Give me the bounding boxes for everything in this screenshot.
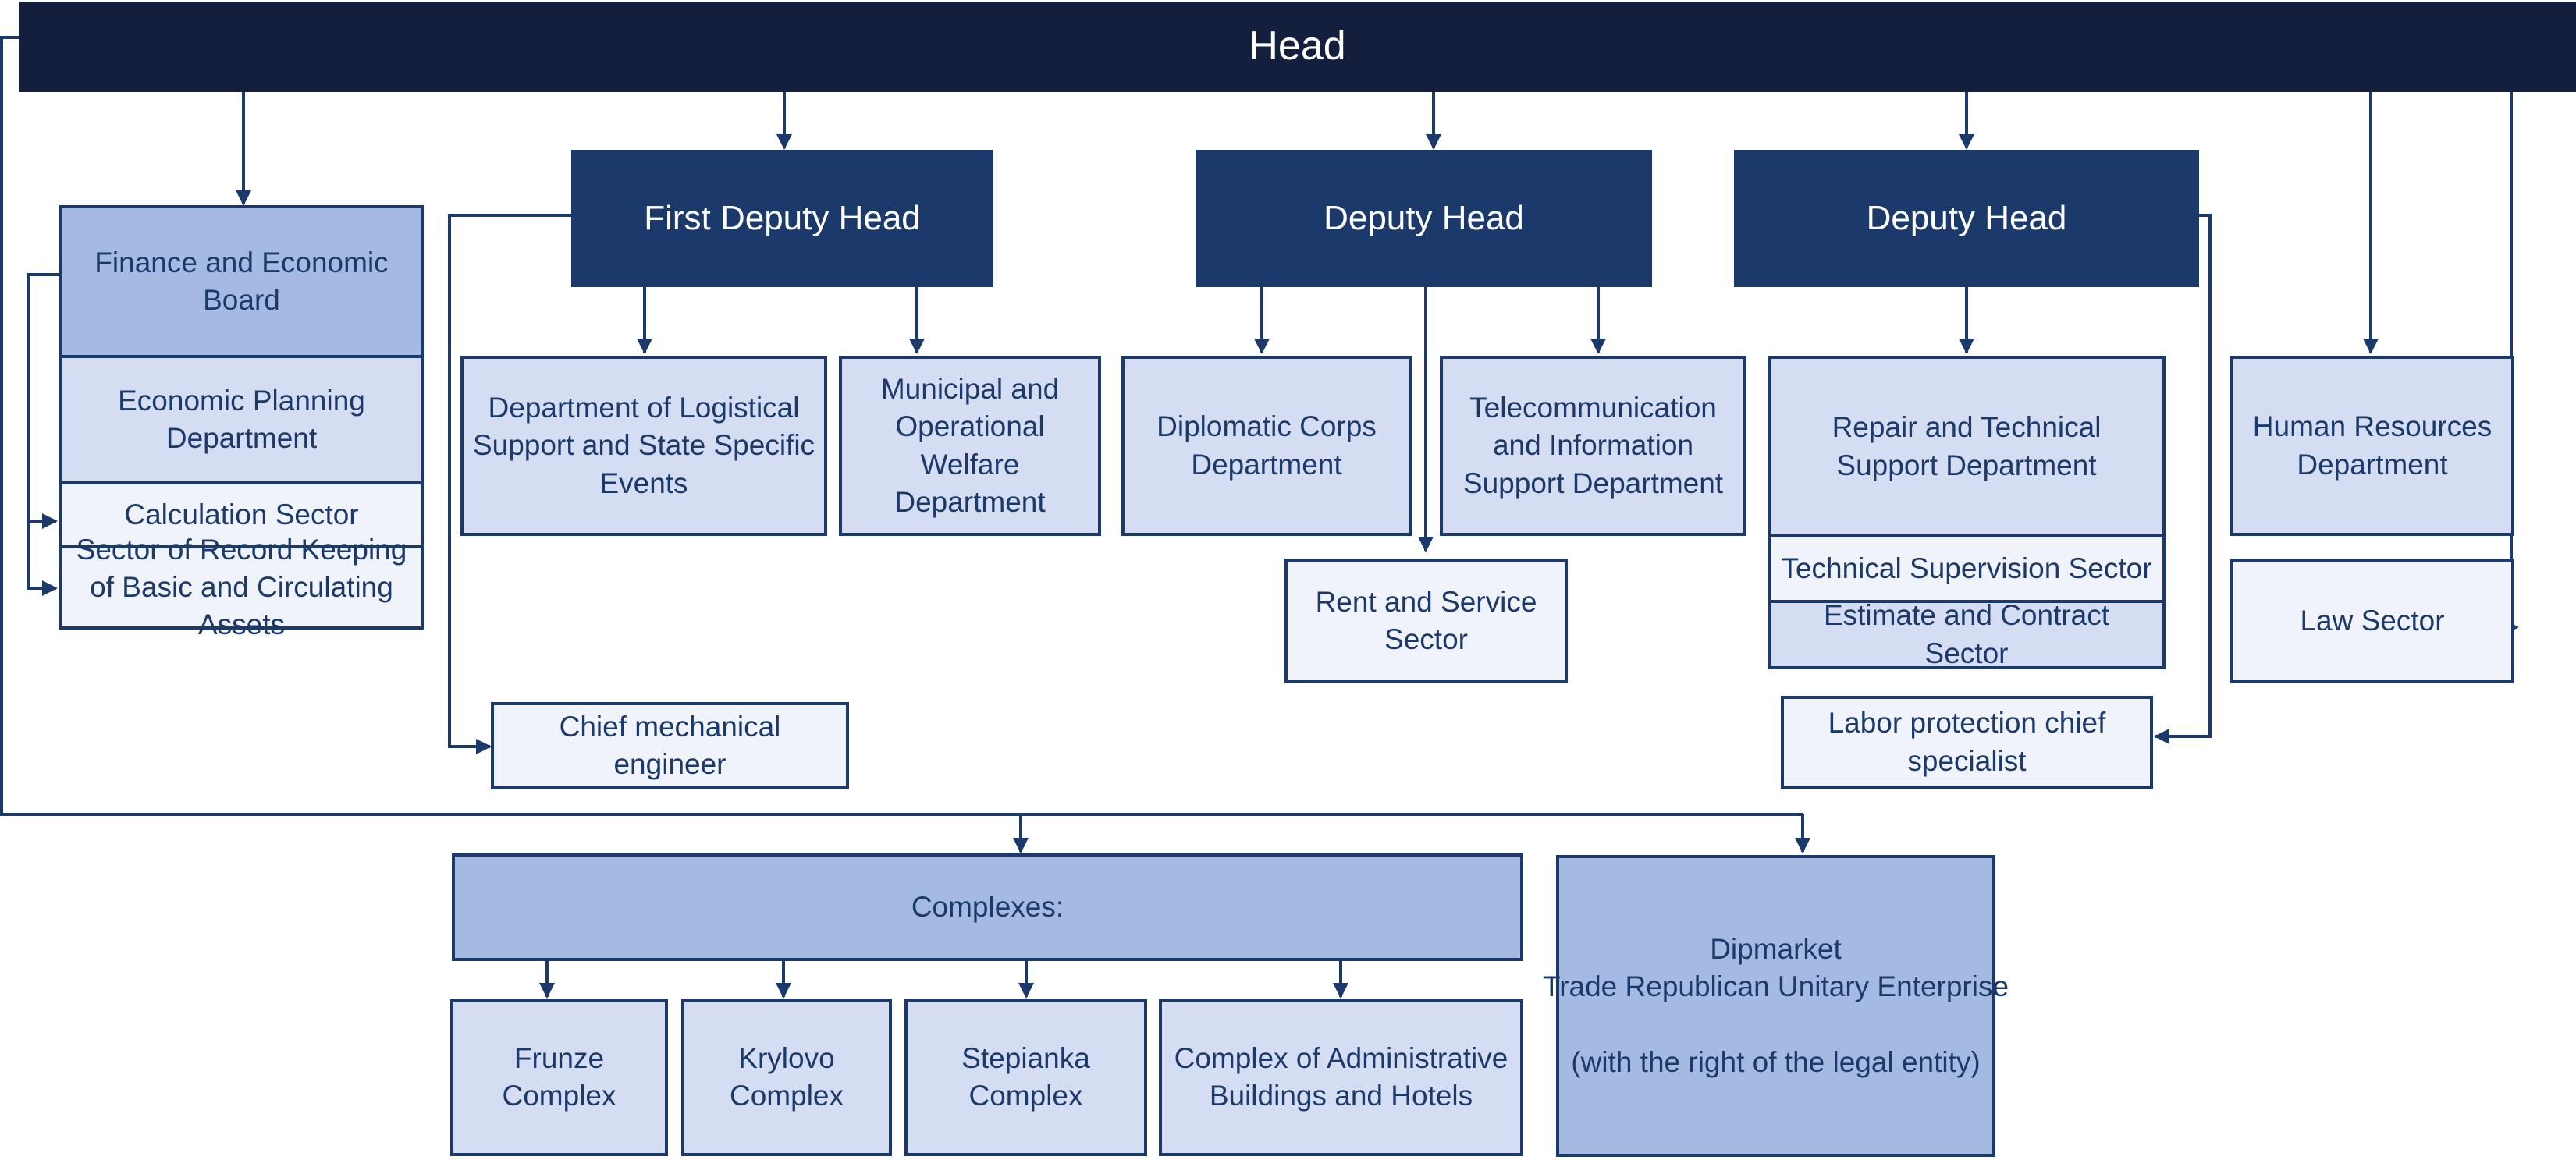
human-resources-label: Human Resources Department xyxy=(2252,410,2493,481)
welfare-department-box: Municipal and Operational Welfare Depart… xyxy=(839,356,1101,536)
repair-department-box: Repair and Technical Support Department xyxy=(1768,356,2166,537)
economic-planning-box: Economic Planning Department xyxy=(59,355,424,484)
labor-protection-box: Labor protection chief specialist xyxy=(1781,696,2153,789)
first-deputy-head-box: First Deputy Head xyxy=(571,150,993,287)
chief-mechanical-engineer-box: Chief mechanical engineer xyxy=(491,702,849,789)
calculation-sector-box: Calculation Sector xyxy=(59,481,424,548)
krylovo-complex-label: Krylovo Complex xyxy=(730,1041,844,1112)
logistics-department-box: Department of Logistical Support and Sta… xyxy=(460,356,827,536)
frunze-complex-box: Frunze Complex xyxy=(450,999,668,1156)
frunze-complex-label: Frunze Complex xyxy=(502,1041,616,1112)
chief-mechanical-engineer-label: Chief mechanical engineer xyxy=(559,710,781,780)
labor-protection-label: Labor protection chief specialist xyxy=(1828,707,2106,777)
dipmarket-box: Dipmarket Trade Republican Unitary Enter… xyxy=(1543,855,2009,1157)
head-box: Head xyxy=(19,2,2576,92)
finance-board-box: Finance and Economic Board xyxy=(59,205,424,358)
head-label: Head xyxy=(1249,23,1346,69)
logistics-department-label: Department of Logistical Support and Sta… xyxy=(472,392,815,499)
deputy-head-1-box: Deputy Head xyxy=(1196,150,1652,287)
rent-service-sector-label: Rent and Service Sector xyxy=(1315,585,1537,655)
dipmarket-note: (with the right of the legal entity) xyxy=(1571,1045,1981,1078)
deputy-head-2-box: Deputy Head xyxy=(1734,150,2199,287)
deputy-head-1-label: Deputy Head xyxy=(1324,199,1524,238)
estimate-contract-box: Estimate and Contract Sector xyxy=(1768,599,2166,669)
complexes-label: Complexes: xyxy=(911,890,1064,923)
law-sector-box: Law Sector xyxy=(2230,559,2514,683)
diplomatic-corps-label: Diplomatic Corps Department xyxy=(1157,410,1377,481)
admin-complex-label: Complex of Administrative Buildings and … xyxy=(1174,1041,1508,1112)
rent-service-sector-box: Rent and Service Sector xyxy=(1284,559,1568,683)
telecom-department-label: Telecommunication and Information Suppor… xyxy=(1462,392,1724,499)
dipmarket-name: Dipmarket xyxy=(1710,933,1842,966)
krylovo-complex-box: Krylovo Complex xyxy=(681,999,892,1156)
deputy-head-2-label: Deputy Head xyxy=(1866,199,2067,238)
telecom-department-box: Telecommunication and Information Suppor… xyxy=(1440,356,1746,536)
calculation-sector-label: Calculation Sector xyxy=(124,498,359,530)
complexes-box: Complexes: xyxy=(452,853,1523,961)
record-keeping-box: Sector of Record Keeping of Basic and Ci… xyxy=(59,534,424,640)
economic-planning-label: Economic Planning Department xyxy=(118,384,365,454)
technical-supervision-label: Technical Supervision Sector xyxy=(1781,552,2152,584)
diplomatic-corps-box: Diplomatic Corps Department xyxy=(1121,356,1412,536)
stepianka-complex-label: Stepianka Complex xyxy=(961,1041,1090,1112)
finance-board-label: Finance and Economic Board xyxy=(94,246,389,316)
estimate-contract-label: Estimate and Contract Sector xyxy=(1823,599,2110,669)
first-deputy-head-label: First Deputy Head xyxy=(644,199,921,238)
law-sector-label: Law Sector xyxy=(2300,604,2445,637)
technical-supervision-box: Technical Supervision Sector xyxy=(1768,534,2166,603)
repair-department-label: Repair and Technical Support Department xyxy=(1832,411,2102,481)
stepianka-complex-box: Stepianka Complex xyxy=(904,999,1147,1156)
admin-complex-box: Complex of Administrative Buildings and … xyxy=(1159,999,1523,1156)
welfare-department-label: Municipal and Operational Welfare Depart… xyxy=(880,373,1060,518)
dipmarket-type: Trade Republican Unitary Enterprise xyxy=(1542,970,2009,1003)
record-keeping-label: Sector of Record Keeping of Basic and Ci… xyxy=(76,533,407,641)
human-resources-box: Human Resources Department xyxy=(2230,356,2514,536)
